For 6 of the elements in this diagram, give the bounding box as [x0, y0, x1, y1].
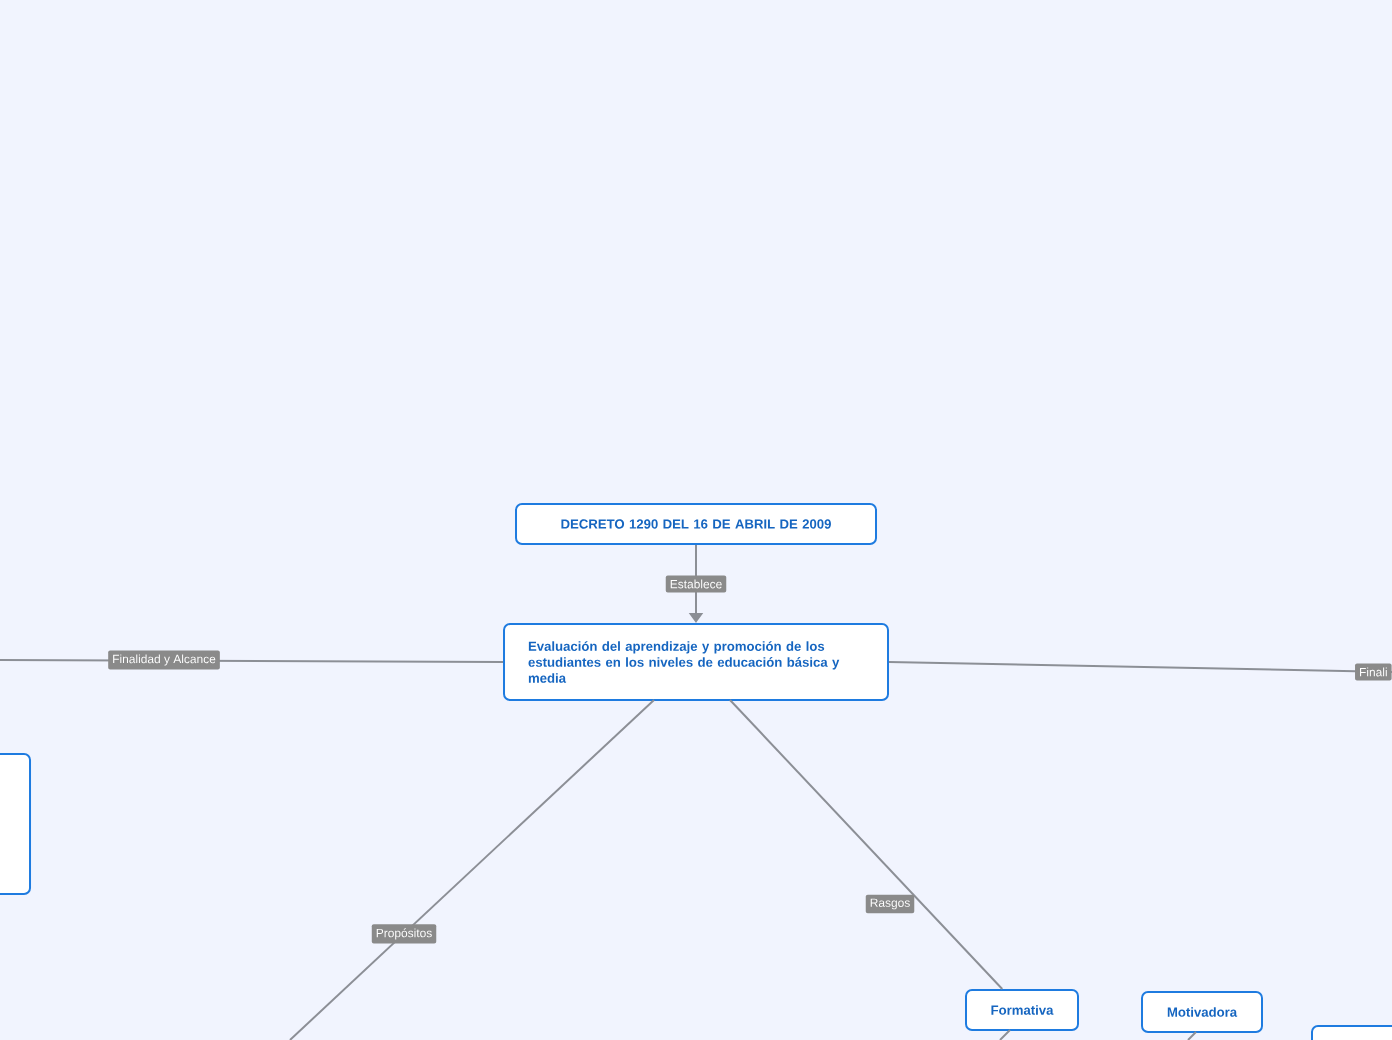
- connector: [289, 699, 655, 1040]
- connector: [729, 699, 1004, 990]
- empty-box: [0, 753, 31, 895]
- connector: [1187, 1031, 1197, 1040]
- connector: [999, 1029, 1011, 1040]
- empty-box: [1311, 1025, 1392, 1040]
